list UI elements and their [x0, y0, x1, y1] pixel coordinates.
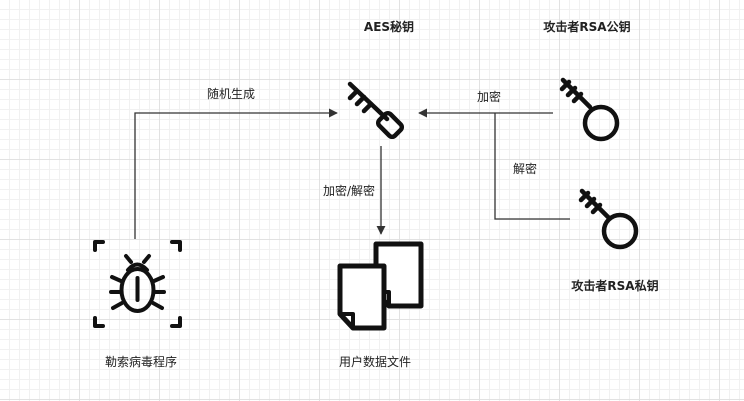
edge-label-encrypt-decrypt: 加密/解密 [322, 184, 376, 198]
user-files-label: 用户数据文件 [338, 355, 412, 369]
rsa-private-key-icon [578, 188, 639, 250]
ransomware-label: 勒索病毒程序 [104, 355, 178, 369]
aes-key-label: AES秘钥 [363, 20, 415, 34]
edge-private-to-aes [494, 113, 570, 220]
edge-label-decrypt: 解密 [512, 162, 538, 176]
edge-ransomware-to-aes [134, 108, 338, 239]
rsa-public-key-label: 攻击者RSA公钥 [543, 20, 631, 34]
rsa-private-key-label: 攻击者RSA私钥 [571, 279, 659, 293]
edge-label-random-generate: 随机生成 [206, 87, 256, 101]
files-icon [337, 241, 424, 331]
edge-label-encrypt: 加密 [476, 90, 502, 104]
bug-icon [93, 240, 182, 328]
aes-key-icon [347, 81, 405, 140]
rsa-public-key-icon [559, 77, 620, 142]
